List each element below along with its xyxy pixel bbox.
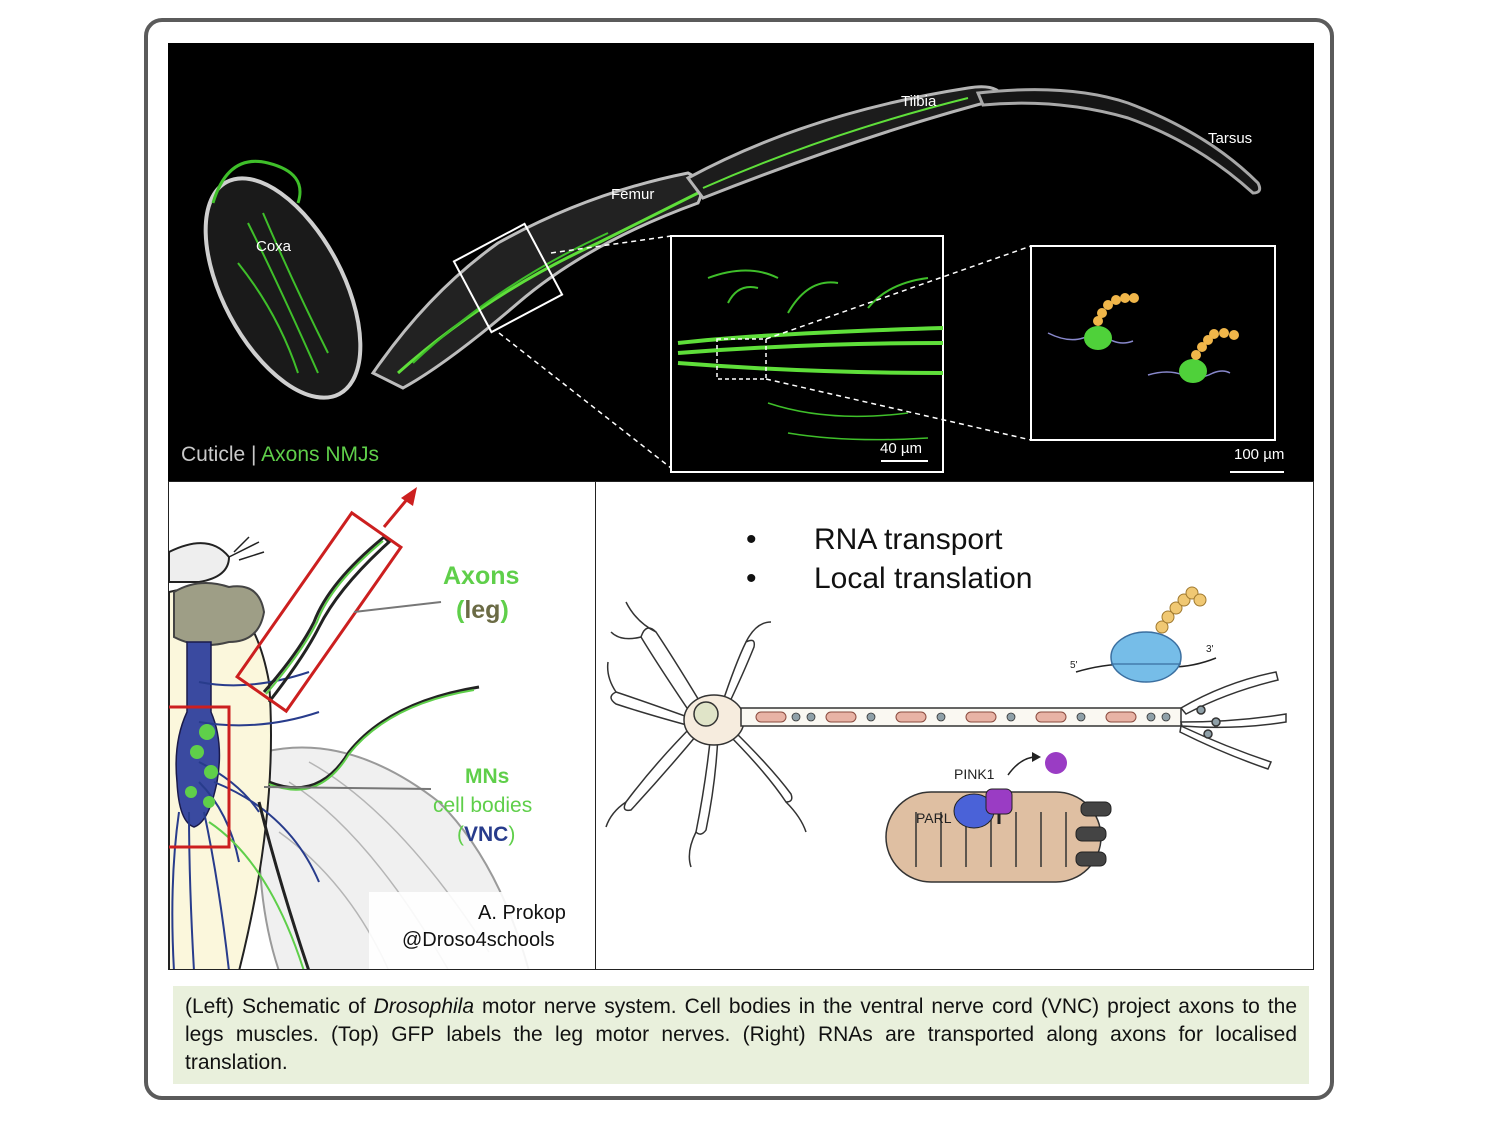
- caption-text-2: motor nerve system. Cell bodies in the v…: [185, 995, 1297, 1074]
- dendrites: [605, 601, 807, 868]
- caption-text-1: (Left) Schematic of: [185, 995, 374, 1018]
- vnc-shape: [175, 641, 221, 828]
- mn-cell-bodies: [185, 724, 218, 808]
- figure-caption: (Left) Schematic of Drosophila motor ner…: [173, 986, 1309, 1084]
- parl-label: PARL: [916, 810, 952, 826]
- leg-outline: [262, 534, 392, 703]
- scale-bar-100-label: 100 µm: [1234, 446, 1285, 463]
- cell-bodies-label: cell bodies: [433, 794, 533, 817]
- leg-outline: [257, 801, 310, 969]
- pink1-label: PINK1: [954, 766, 995, 782]
- red-arrowhead: [401, 487, 417, 506]
- mitochondrion-icon: [885, 752, 1112, 883]
- tibia-label: Tiibia: [901, 93, 937, 110]
- tibia-shape: [685, 85, 1005, 200]
- pink1-fragment: [1045, 752, 1067, 774]
- five-prime-label: 5': [1070, 660, 1078, 671]
- caption-italic: Drosophila: [373, 995, 475, 1018]
- credit-name: A. Prokop: [478, 902, 566, 924]
- legend-separator: |: [245, 443, 262, 466]
- legend-axons: Axons NMJs: [261, 443, 380, 466]
- axons-label: Axons: [443, 562, 520, 590]
- leg-highlight-box: [234, 510, 404, 714]
- neuron-schematic-panel: •RNA transport •Local translation: [596, 481, 1314, 970]
- mns-label: MNs: [465, 765, 510, 788]
- bullet-list: •RNA transport •Local translation: [746, 520, 1032, 598]
- inset-dashed-region: [716, 338, 767, 380]
- axon-inset-box: [670, 235, 944, 473]
- nucleus: [693, 701, 719, 727]
- micrograph-panel: Coxa Femur Tiibia Tarsus Cuticle | Axons…: [168, 43, 1314, 481]
- channel-legend: Cuticle | Axons NMJs: [181, 443, 379, 467]
- scale-bar-40-label: 40 µm: [880, 440, 922, 457]
- ribosome-mrna-icon: [1075, 586, 1217, 683]
- ribosome-icon: [1047, 293, 1139, 350]
- vnc-label: (VNC): [457, 823, 516, 846]
- leg-micrograph: [203, 85, 1284, 473]
- credit-handle: @Droso4schools: [402, 929, 555, 951]
- neuron-diagram: [605, 586, 1287, 883]
- ribosome-inset-box: [1030, 245, 1276, 441]
- tarsus-label: Tarsus: [1208, 130, 1253, 147]
- three-prime-label: 3': [1206, 644, 1214, 655]
- axonal-mitochondria: [755, 711, 1137, 723]
- legend-cuticle: Cuticle: [181, 443, 246, 466]
- fly-schematic-panel: Axons (leg) MNs cell bodies (VNC) A. Pro…: [168, 481, 596, 970]
- vnc-highlight-box: [169, 705, 231, 849]
- leg-label: (leg): [456, 596, 509, 624]
- coxa-label: Coxa: [256, 238, 292, 255]
- brain-shape: [173, 582, 266, 647]
- bullet-item: •Local translation: [746, 562, 1033, 595]
- coxa-shape: [203, 176, 363, 400]
- femur-label: Femur: [611, 186, 655, 203]
- bullet-item: •RNA transport: [746, 523, 1003, 556]
- fly-schematic: [169, 487, 595, 969]
- tarsus-shape: [975, 88, 1262, 195]
- axonal-granules: [791, 712, 1171, 722]
- ribosome-icon: [1147, 328, 1239, 383]
- axon-terminal: [1179, 671, 1287, 770]
- femur-zoom-box: [452, 222, 564, 334]
